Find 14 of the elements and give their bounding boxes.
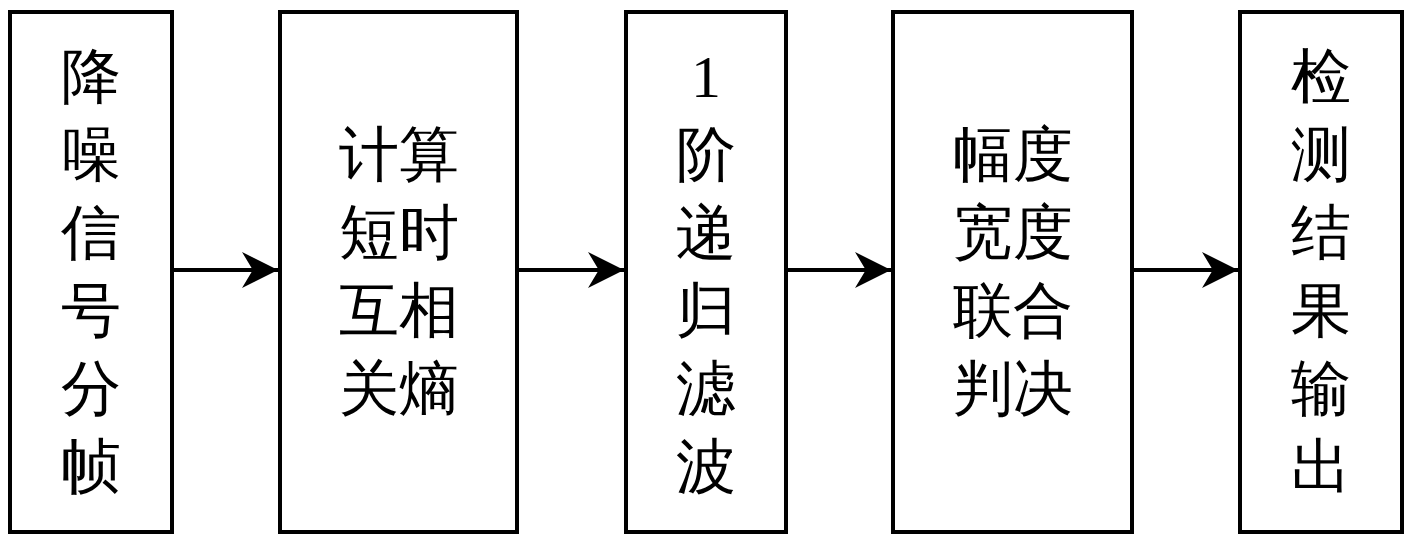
- step-label: 1阶递归滤波: [676, 43, 736, 502]
- process-box: [1238, 10, 1404, 534]
- process-box: [8, 10, 174, 534]
- process-box: [624, 10, 788, 534]
- arrow: [174, 252, 278, 288]
- arrow: [519, 252, 624, 288]
- process-box: [278, 10, 519, 534]
- step-label: 幅度宽度联合判决: [952, 121, 1073, 424]
- arrow: [1134, 252, 1238, 288]
- step-label: 计算短时互相关熵: [338, 121, 459, 424]
- arrow: [788, 252, 891, 288]
- step-label: 降噪信号分帧: [61, 43, 121, 502]
- step-label: 检测结果输出: [1291, 43, 1351, 502]
- process-box: [891, 10, 1134, 534]
